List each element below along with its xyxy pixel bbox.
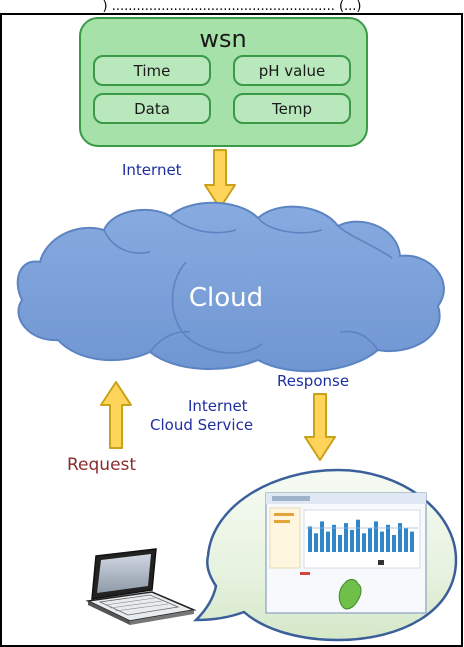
wsn-field-data bbox=[93, 93, 211, 124]
header-fragment: ) ......................................… bbox=[102, 0, 361, 14]
laptop-screen bbox=[97, 554, 151, 593]
dashboard-bar bbox=[314, 533, 318, 552]
arrow-down-top bbox=[204, 149, 236, 209]
internet-label-top: Internet bbox=[122, 161, 182, 179]
wsn-field-data-label: Data bbox=[134, 100, 170, 118]
cloud-puff-line bbox=[171, 261, 263, 354]
dashboard-title bbox=[272, 496, 310, 501]
cloud-puff-line bbox=[169, 215, 237, 234]
cloud-shape: Cloud bbox=[16, 201, 445, 373]
dashboard-bar bbox=[350, 529, 354, 552]
dashboard-alert bbox=[300, 572, 310, 575]
dashboard-bar bbox=[368, 528, 372, 552]
dashboard-side-item bbox=[274, 513, 294, 516]
response-label: Response bbox=[277, 372, 349, 390]
wsn-field-time bbox=[93, 55, 211, 86]
dashboard-side-panel bbox=[269, 507, 301, 569]
dashboard-bubble bbox=[192, 468, 458, 642]
cloud-puff-line bbox=[339, 330, 379, 351]
dashboard-bar bbox=[344, 523, 348, 552]
dashboard-bar bbox=[320, 521, 324, 552]
wsn-field-time-label: Time bbox=[133, 62, 171, 80]
dashboard-titlebar bbox=[266, 493, 426, 504]
request-label: Request bbox=[67, 455, 136, 475]
wsn-field-ph-label: pH value bbox=[259, 62, 326, 80]
arrow-up-request bbox=[100, 381, 132, 449]
dashboard-bar bbox=[404, 528, 408, 552]
wsn-field-temp-label: Temp bbox=[271, 100, 312, 118]
cloud-puff-line bbox=[257, 217, 323, 234]
wsn-box: wsn Time pH value Data Temp bbox=[79, 17, 368, 147]
dashboard-bar bbox=[374, 521, 378, 552]
internet-service-label-line1: Internet bbox=[188, 397, 248, 415]
dashboard-bar bbox=[338, 535, 342, 552]
dashboard-bar bbox=[398, 523, 402, 552]
laptop-edge bbox=[88, 601, 130, 625]
cloud-puff-line bbox=[103, 229, 151, 254]
cloud-puff-line bbox=[149, 330, 191, 353]
wsn-field-temp bbox=[233, 93, 351, 124]
dashboard-bar bbox=[386, 524, 390, 552]
dashboard-side-item bbox=[274, 520, 290, 523]
dashboard-bar bbox=[356, 519, 360, 552]
dashboard-bar bbox=[332, 524, 336, 552]
dashboard-marker bbox=[378, 560, 384, 565]
dashboard-bar bbox=[326, 531, 330, 552]
dashboard-bar bbox=[308, 526, 312, 552]
internet-service-label-line2: Cloud Service bbox=[150, 416, 253, 434]
dashboard-map-shape bbox=[338, 579, 362, 610]
laptop-edge-front bbox=[130, 610, 194, 625]
cloud-label: Cloud bbox=[189, 283, 263, 313]
dashboard-bar bbox=[410, 531, 414, 552]
wsn-field-ph bbox=[233, 55, 351, 86]
laptop-key-rows bbox=[104, 597, 169, 612]
dashboard-bar bbox=[362, 533, 366, 552]
dashboard-bar bbox=[392, 535, 396, 552]
cloud-puff-line bbox=[337, 225, 393, 259]
arrow-down-response bbox=[304, 393, 336, 461]
laptop-icon bbox=[85, 548, 197, 625]
dashboard-bar bbox=[380, 531, 384, 552]
wsn-title: wsn bbox=[199, 25, 246, 53]
dashboard-bars bbox=[306, 519, 418, 552]
